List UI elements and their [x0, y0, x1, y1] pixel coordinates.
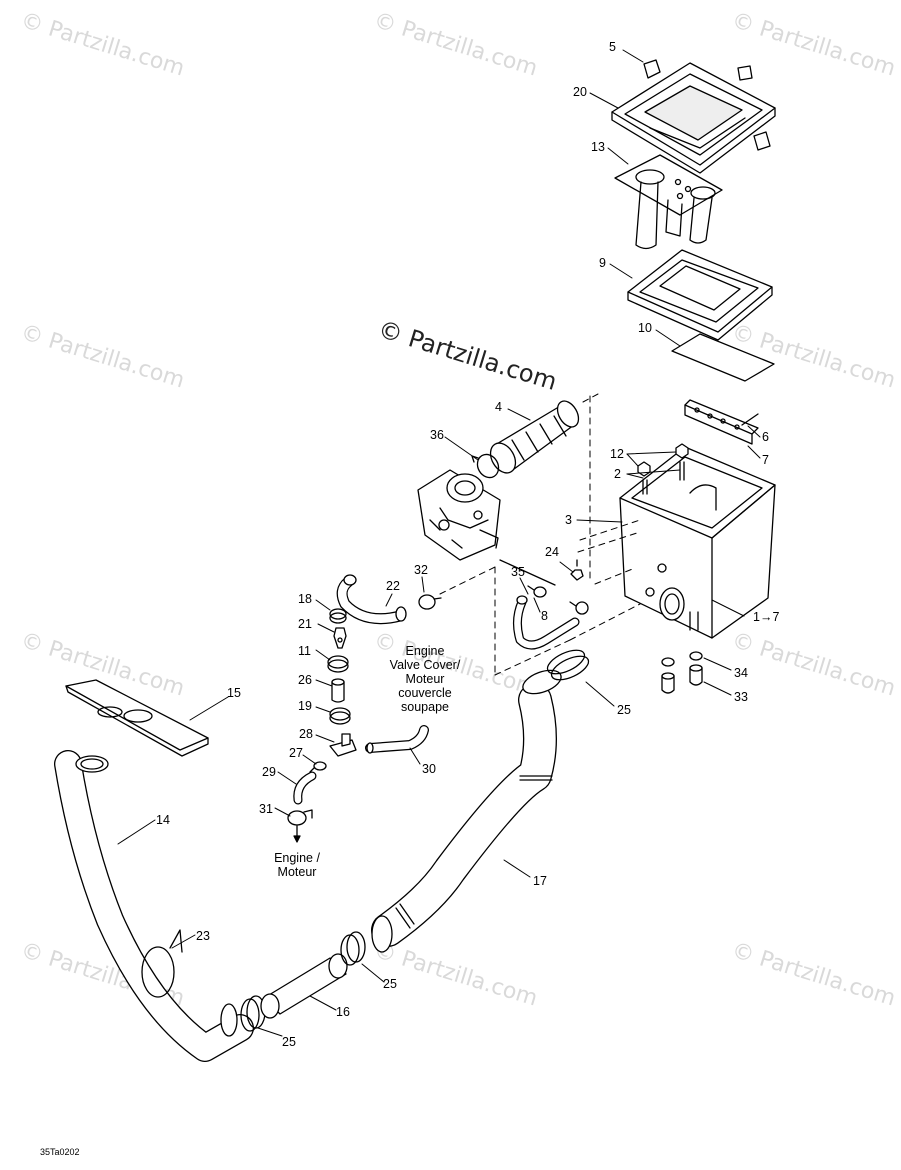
- callout-28: 28: [299, 727, 313, 741]
- callout-4: 4: [495, 400, 502, 414]
- intake-duct: [371, 669, 562, 953]
- check-valve: [333, 627, 347, 649]
- hose-clamp: [527, 585, 589, 615]
- note-engine: Engine / Moteur: [264, 851, 330, 879]
- clamp: [661, 651, 703, 667]
- callout-21: 21: [298, 617, 312, 631]
- callout-2: 2: [614, 467, 621, 481]
- callout-6: 6: [762, 430, 769, 444]
- callout-29: 29: [262, 765, 276, 779]
- dashed-leaders: [439, 393, 641, 676]
- intake-plate: [614, 154, 723, 250]
- callout-26: 26: [298, 673, 312, 687]
- callout-10: 10: [638, 321, 652, 335]
- flow-arrow: [293, 825, 301, 843]
- cap: [661, 664, 703, 694]
- callout-3: 3: [565, 513, 572, 527]
- screw: [570, 559, 584, 581]
- callout-33: 33: [734, 690, 748, 704]
- foam-filter: [671, 333, 775, 382]
- callout-20: 20: [573, 85, 587, 99]
- callout-9: 9: [599, 256, 606, 270]
- callout-30: 30: [422, 762, 436, 776]
- callout-36: 36: [430, 428, 444, 442]
- note-line: Engine: [405, 644, 445, 658]
- short-hose: [293, 771, 317, 805]
- intake-tube: [54, 750, 254, 1062]
- callout-18: 18: [298, 592, 312, 606]
- callout-15: 15: [227, 686, 241, 700]
- carburetor: [417, 469, 501, 561]
- callout-12: 12: [610, 447, 624, 461]
- callout-19: 19: [298, 699, 312, 713]
- callout-25: 25: [282, 1035, 296, 1049]
- clamp: [287, 809, 313, 826]
- mounting-bracket: [684, 399, 759, 445]
- callout-31: 31: [259, 802, 273, 816]
- filter-frame: [627, 249, 773, 341]
- callout-34: 34: [734, 666, 748, 680]
- airbox-lid: [611, 62, 776, 174]
- clip: [643, 59, 771, 151]
- note-line: Engine /: [274, 851, 320, 865]
- callout-8: 8: [541, 609, 548, 623]
- breather-hose: [336, 574, 407, 625]
- leader-lines: [117, 49, 761, 1037]
- callout-14: 14: [156, 813, 170, 827]
- callout-25: 25: [617, 703, 631, 717]
- callout-5: 5: [609, 40, 616, 54]
- callout-25: 25: [383, 977, 397, 991]
- callout-27: 27: [289, 746, 303, 760]
- callout-1-to-7: 1→7: [753, 610, 780, 624]
- coupler-sleeve: [260, 953, 348, 1019]
- heat-shield: [65, 679, 209, 757]
- clamp: [418, 594, 442, 610]
- intake-boot: [489, 400, 580, 474]
- callout-35: 35: [511, 565, 525, 579]
- hose-clamp: [340, 931, 366, 966]
- long-hose: [365, 725, 429, 754]
- callout-11: 11: [298, 644, 311, 658]
- note-line: couvercle: [398, 686, 452, 700]
- note-line: Moteur: [405, 672, 445, 686]
- hose-segment: [331, 678, 345, 703]
- callout-23: 23: [196, 929, 210, 943]
- callout-7: 7: [762, 453, 769, 467]
- hose-clamp: [546, 649, 590, 681]
- t-fitting: [329, 733, 357, 757]
- strap: [141, 929, 183, 998]
- note-line: Valve Cover/: [389, 658, 461, 672]
- note-engine-valve-cover: Engine Valve Cover/ Moteur couvercle sou…: [385, 644, 465, 714]
- diagram-code: 35Ta0202: [40, 1147, 80, 1157]
- callout-13: 13: [591, 140, 605, 154]
- callout-24: 24: [545, 545, 559, 559]
- clamp: [329, 608, 347, 624]
- callout-17: 17: [533, 874, 547, 888]
- callout-22: 22: [386, 579, 400, 593]
- vent-hose: [512, 595, 580, 650]
- stud: [642, 461, 685, 495]
- note-line: soupape: [401, 700, 449, 714]
- connector: [309, 761, 327, 773]
- airbox-body: [619, 446, 776, 639]
- callout-32: 32: [414, 563, 428, 577]
- clamp: [329, 707, 351, 725]
- callout-16: 16: [336, 1005, 350, 1019]
- note-line: Moteur: [277, 865, 317, 879]
- clamp: [327, 655, 349, 673]
